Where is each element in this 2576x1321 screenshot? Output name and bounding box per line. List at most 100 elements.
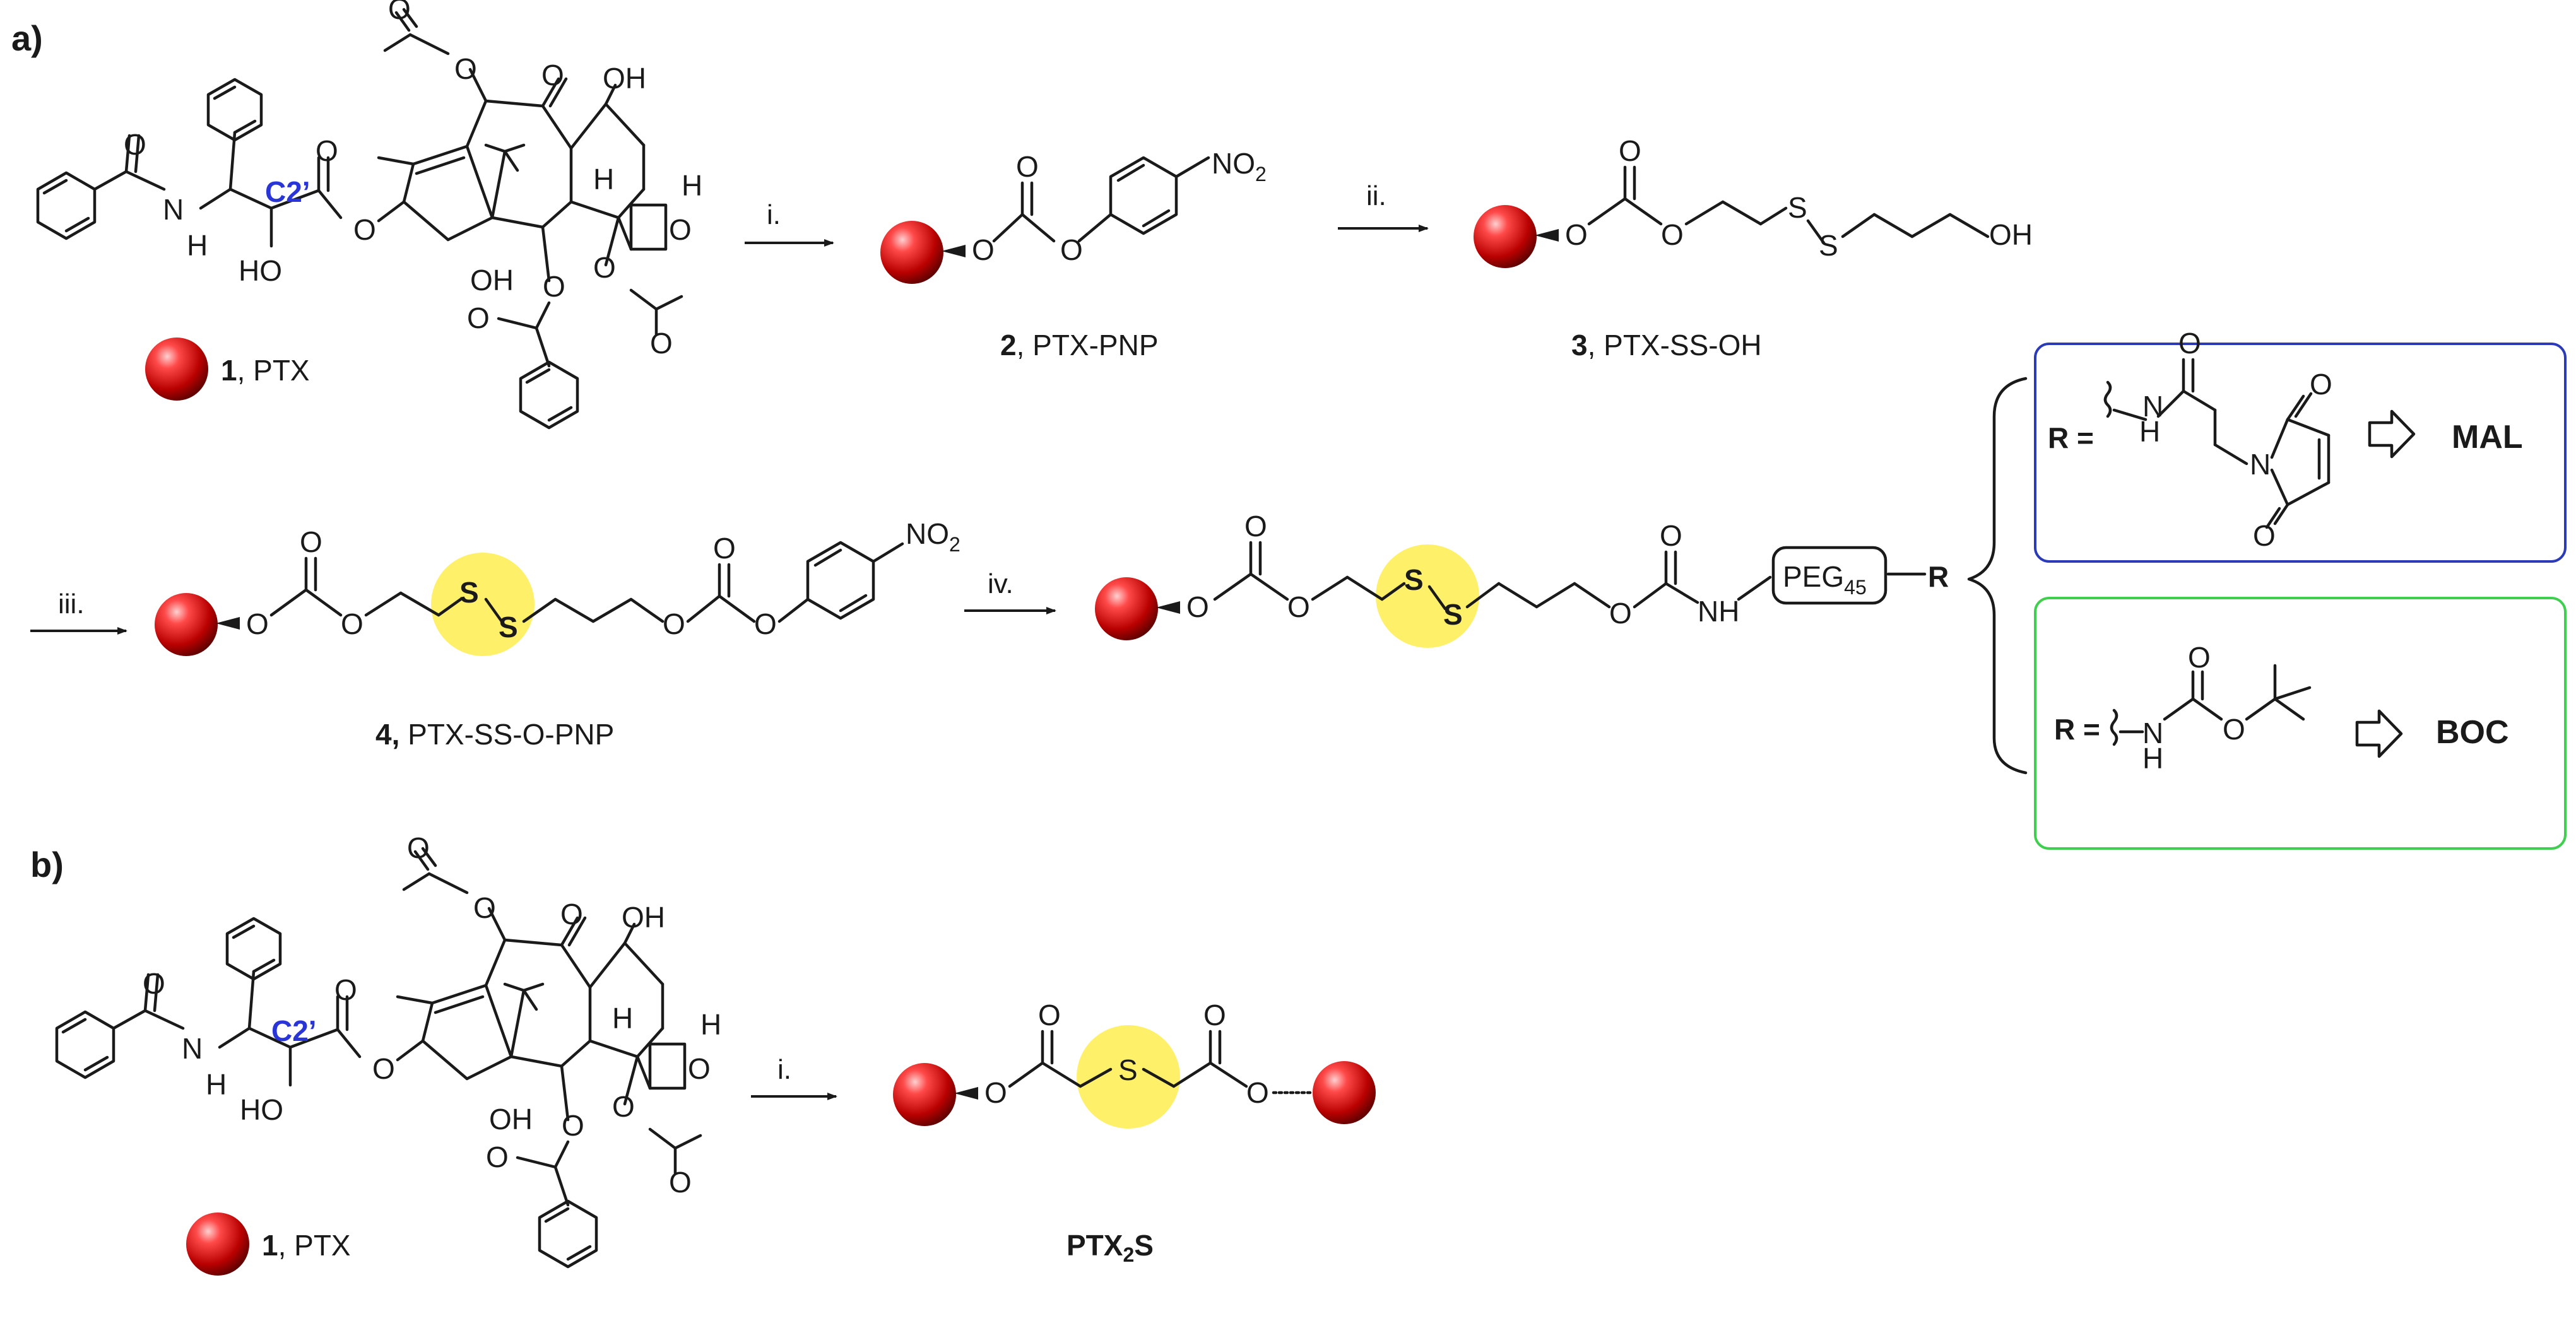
atom-h-b2: H	[700, 1008, 721, 1041]
atom-h-a1: H	[593, 163, 614, 196]
atom-o-3a: O	[1565, 218, 1588, 251]
mal-h: H	[2139, 415, 2160, 448]
atom-o-a9: O	[467, 302, 490, 334]
atom-o-a1: O	[124, 128, 146, 161]
atom-o-5b: O	[1244, 510, 1267, 543]
ptx-sphere-6	[893, 1063, 956, 1126]
disulfide-highlight-5	[1376, 544, 1479, 648]
compound-4-structure: O O O S S O O O NO2	[155, 517, 960, 656]
atom-o-a6: O	[541, 59, 564, 91]
ptx-sphere-1a	[145, 338, 208, 401]
atom-o-3b: O	[1619, 134, 1641, 167]
atom-o-4d: O	[663, 608, 685, 640]
atom-nh-a: H	[187, 229, 208, 262]
atom-s-6: S	[1118, 1054, 1138, 1086]
atom-nh-5: NH	[1698, 595, 1739, 628]
disulfide-highlight-4	[431, 553, 535, 656]
atom-o-a3: O	[353, 213, 376, 246]
wedge-bond-6	[954, 1087, 978, 1100]
peg-label: PEG45	[1783, 560, 1867, 599]
compound-4-label: 4, PTX-SS-O-PNP	[375, 718, 614, 751]
step-i-label-a: i.	[767, 199, 781, 230]
r-group-brace	[1967, 377, 2028, 775]
boc-r-equals: R =	[2054, 713, 2100, 746]
step-iv-label: iv.	[988, 568, 1013, 599]
atom-o-2a: O	[972, 233, 995, 266]
compound-2-label: 2, PTX-PNP	[1000, 329, 1159, 361]
atom-o-a8: O	[543, 270, 565, 303]
atom-o-5c: O	[1287, 590, 1310, 623]
ptx2s-structure: O O S O O	[893, 999, 1376, 1129]
atom-ho-a: HO	[239, 254, 282, 287]
atom-s-4a: S	[459, 576, 479, 609]
wedge-bond-2	[942, 245, 966, 257]
compound-1-label-b: 1, PTX	[262, 1229, 351, 1262]
c2-label-a: C2’	[265, 175, 310, 208]
compound-peg-structure: O O O S S O O NH PEG45 R	[1095, 510, 1949, 648]
boc-o1: O	[2188, 641, 2211, 674]
ptx-structure-a	[36, 8, 683, 430]
boc-label: BOC	[2436, 714, 2509, 751]
atom-o-a2: O	[316, 134, 338, 167]
atom-s-3b: S	[1819, 229, 1838, 262]
atom-o-6d: O	[1246, 1076, 1269, 1109]
mal-o3: O	[2253, 519, 2276, 552]
ptx-sphere-5	[1095, 577, 1158, 640]
atom-o-b1: O	[143, 967, 165, 1000]
atom-h-a2: H	[682, 169, 702, 202]
atom-o-6c: O	[1203, 999, 1226, 1031]
atom-nh-n-b: N	[182, 1032, 203, 1065]
mal-r-equals: R =	[2048, 421, 2094, 454]
boc-o2: O	[2223, 713, 2245, 746]
atom-o-a11: O	[650, 327, 673, 360]
atom-o-5e: O	[1660, 519, 1682, 552]
atom-oh-a2: OH	[470, 264, 514, 296]
compound-2-structure: O O O NO2	[880, 147, 1267, 284]
atom-o-b6: O	[560, 898, 583, 931]
atom-o-b9: O	[486, 1141, 509, 1173]
ptx-sphere-2	[880, 221, 943, 284]
mal-n2: N	[2250, 448, 2271, 481]
panel-a-label: a)	[11, 18, 43, 58]
wedge-bond-4	[216, 617, 240, 630]
ptx-structure-b	[55, 847, 702, 1269]
atom-s-5b: S	[1443, 598, 1463, 631]
atom-o-b2: O	[334, 973, 357, 1006]
step-ii-label: ii.	[1366, 180, 1386, 211]
atom-o-4a: O	[246, 608, 269, 640]
boc-n: N	[2142, 717, 2163, 749]
compound-1-label-a: 1, PTX	[221, 354, 310, 387]
atom-o-2b: O	[1016, 150, 1039, 183]
atom-o-b11: O	[669, 1166, 692, 1199]
atom-o-b5: O	[407, 831, 430, 864]
atom-o-b3: O	[372, 1052, 395, 1085]
atom-o-4f: O	[754, 608, 777, 640]
mal-label: MAL	[2452, 419, 2523, 455]
wedge-bond-3	[1535, 229, 1559, 242]
atom-o-b10: O	[612, 1090, 635, 1123]
atom-oh-a1: OH	[603, 62, 646, 95]
r-label: R	[1928, 560, 1949, 593]
atom-ho-b: HO	[240, 1093, 283, 1126]
c2-label-b: C2’	[271, 1014, 317, 1047]
boc-h: H	[2142, 742, 2163, 775]
mal-n1: N	[2142, 390, 2163, 423]
atom-s-4b: S	[499, 611, 518, 643]
mal-box	[2034, 343, 2567, 563]
mal-o2: O	[2310, 368, 2332, 401]
atom-oh-3: OH	[1989, 218, 2033, 251]
atom-o-a5: O	[388, 0, 411, 25]
atom-o-4b: O	[300, 525, 322, 558]
atom-nh-b: H	[206, 1068, 227, 1101]
ptx2s-label: PTX2S	[1066, 1229, 1154, 1266]
thioether-highlight	[1077, 1025, 1180, 1129]
step-i-label-b: i.	[777, 1054, 791, 1085]
atom-o-6b: O	[1038, 999, 1061, 1031]
atom-no2-4: NO2	[906, 517, 960, 556]
mal-o1: O	[2178, 327, 2201, 360]
atom-h-b1: H	[612, 1002, 633, 1035]
atom-nh-n-a: N	[163, 193, 184, 226]
mal-structure: R = H N O N O O	[2048, 327, 2523, 552]
atom-o-2c: O	[1060, 233, 1083, 266]
